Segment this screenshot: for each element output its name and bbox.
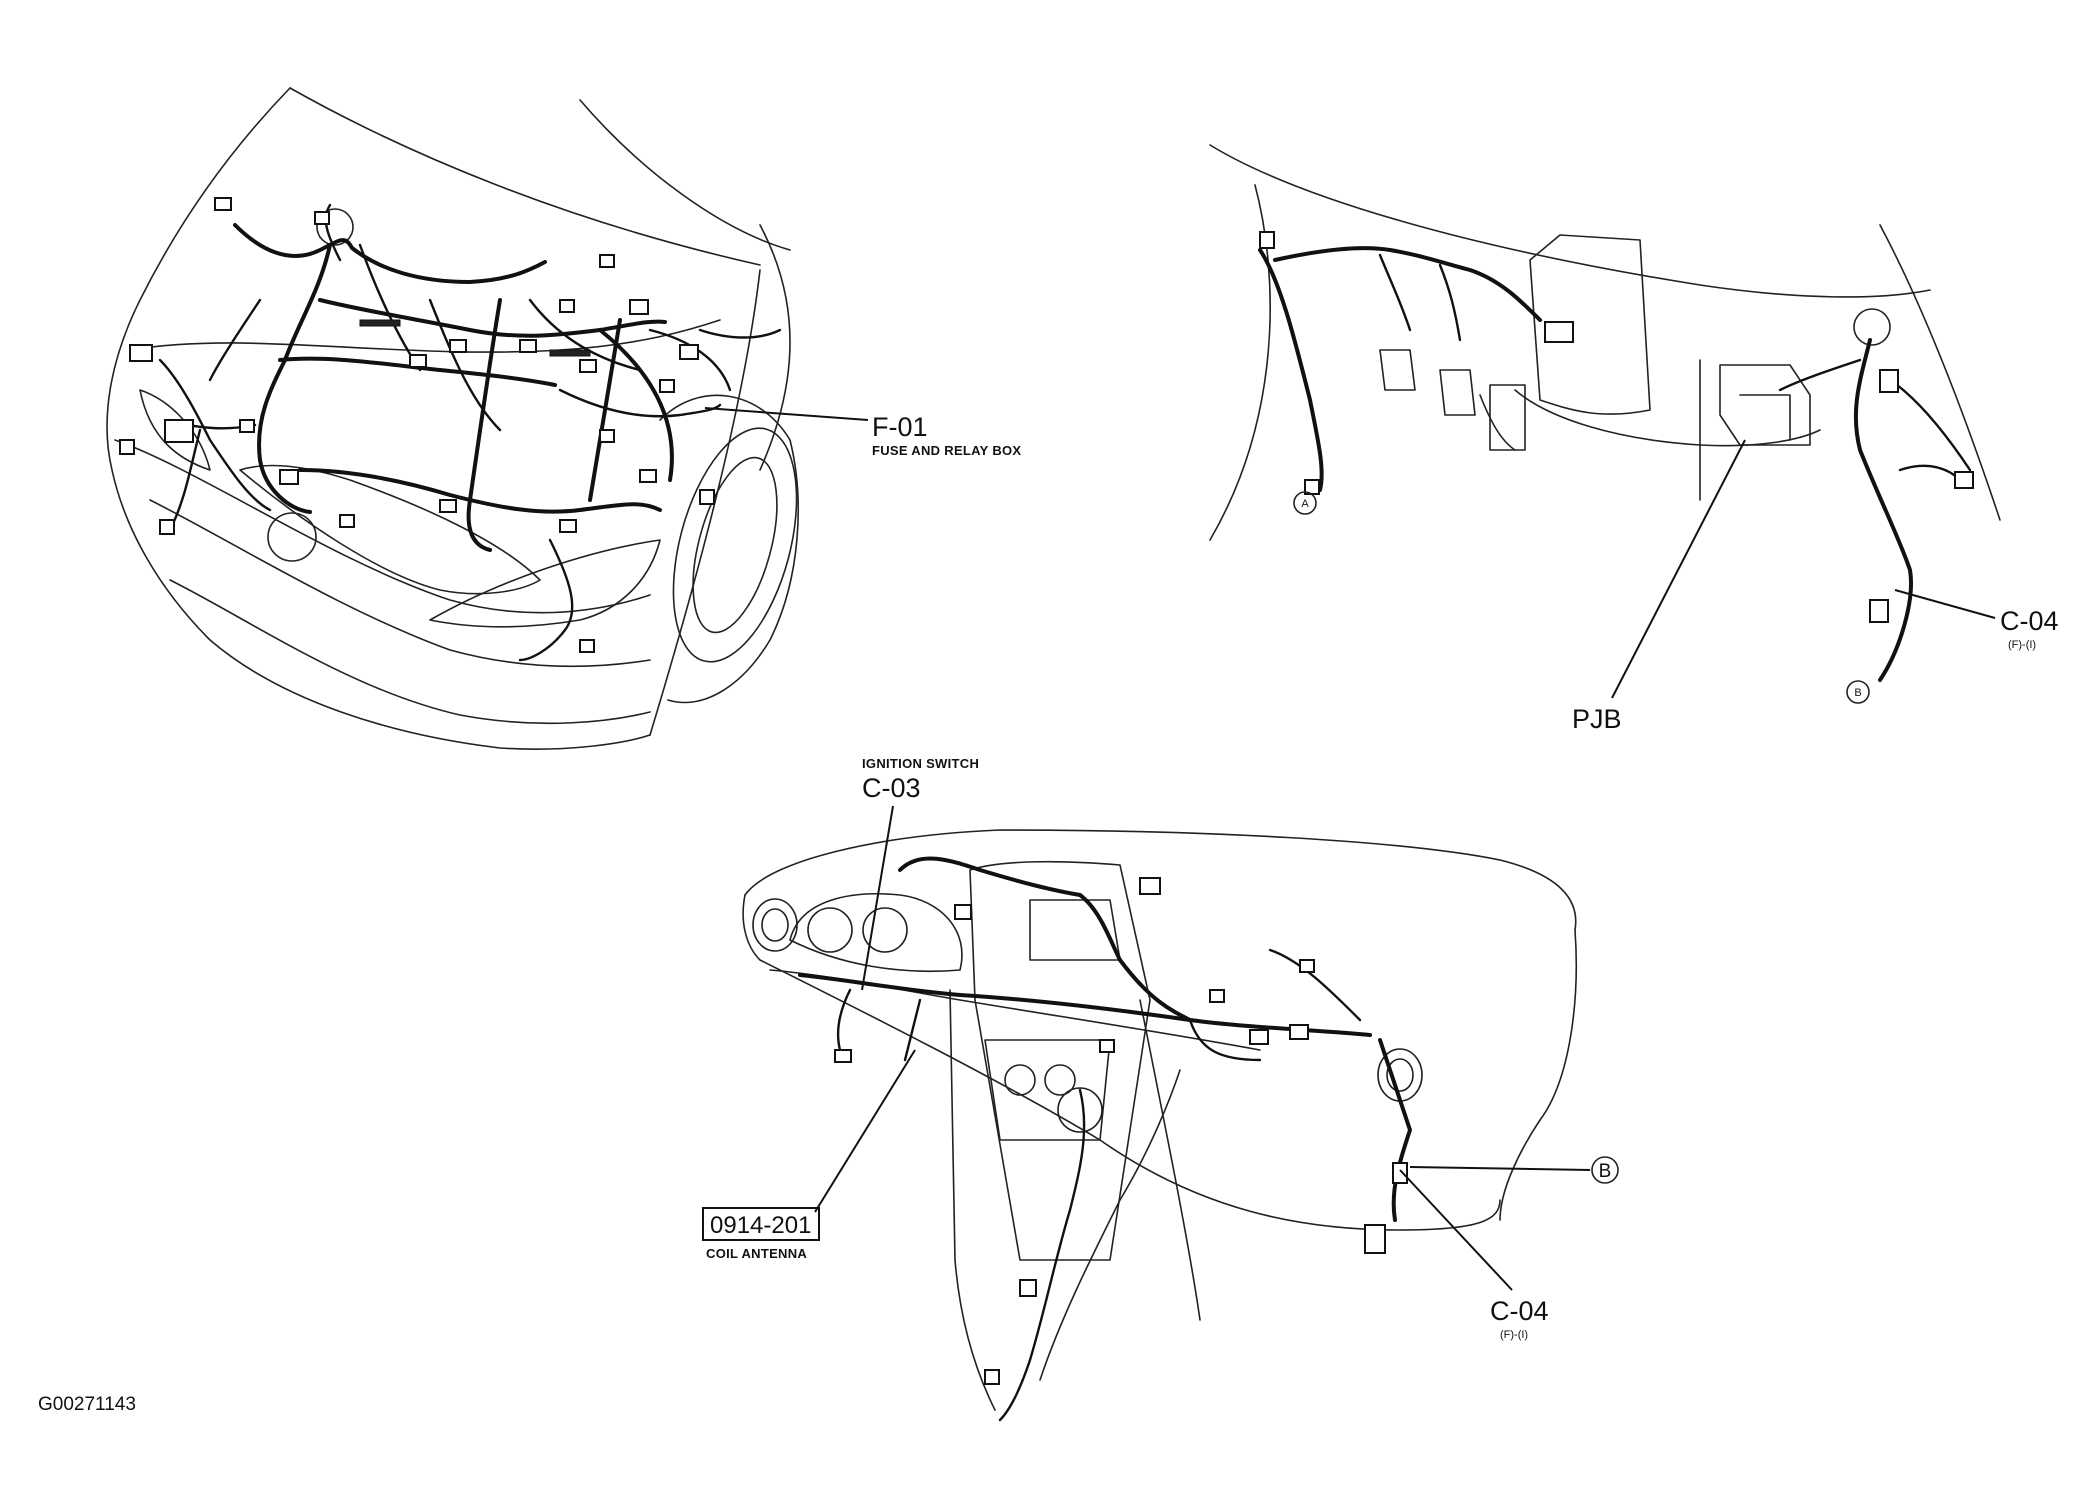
dashboard-view: [742, 829, 1577, 1422]
c04-bottom-code: C-04: [1490, 1296, 1549, 1326]
c04-top-code: C-04: [2000, 606, 2059, 636]
c04-top-sub: (F)-(I): [2008, 639, 2036, 651]
pjb-code: PJB: [1572, 704, 1622, 734]
cabin-footwell-view: [1209, 144, 2001, 682]
marker-b-top: B: [1846, 680, 1870, 704]
figure-id: G00271143: [38, 1394, 136, 1415]
coil-antenna-code: 0914-201: [710, 1212, 811, 1239]
engine-compartment-view: [106, 87, 799, 750]
ignition-switch-description: IGNITION SWITCH: [862, 756, 979, 771]
marker-b-dash: B: [1409, 1156, 1619, 1184]
c04-top-callout: C-04 (F)-(I): [1894, 589, 2059, 651]
ignition-switch-callout: IGNITION SWITCH C-03: [861, 756, 979, 991]
f01-description: FUSE AND RELAY BOX: [872, 443, 1021, 458]
c04-bottom-callout: C-04 (F)-(I): [1399, 1169, 1549, 1341]
f01-callout: F-01 FUSE AND RELAY BOX: [704, 407, 1021, 458]
ignition-switch-code: C-03: [862, 773, 921, 803]
coil-antenna-description: COIL ANTENNA: [706, 1246, 807, 1261]
marker-a: A: [1293, 491, 1317, 515]
marker-b-top-letter: B: [1854, 687, 1861, 699]
coil-antenna-callout: 0914-201 COIL ANTENNA: [702, 1049, 916, 1261]
f01-code: F-01: [872, 412, 928, 442]
coil-antenna-code-box: [702, 1207, 820, 1241]
marker-b-dash-letter: B: [1599, 1161, 1612, 1182]
pjb-callout: PJB: [1572, 439, 1746, 734]
marker-a-letter: A: [1301, 498, 1309, 510]
c04-bottom-sub: (F)-(I): [1500, 1329, 1528, 1341]
